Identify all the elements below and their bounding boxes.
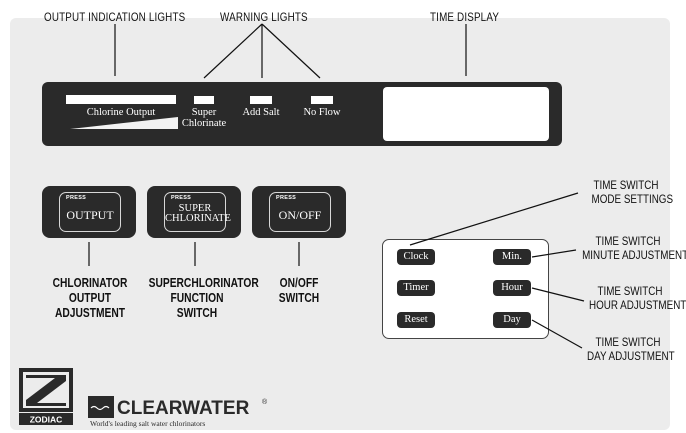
- ts-mode-line1: TIME SWITCH: [593, 178, 659, 192]
- time-display-label: TIME DISPLAY: [430, 10, 500, 24]
- superchlorinator-function-label: SUPERCHLORINATOR FUNCTION SWITCH: [148, 276, 259, 321]
- super-chlorinate-label-line1: Super: [191, 107, 217, 118]
- add-salt-light: [250, 96, 272, 104]
- clock-button[interactable]: Clock: [397, 249, 435, 265]
- ts-mode-settings-label: TIME SWITCH MODE SETTINGS: [591, 178, 674, 206]
- timer-button[interactable]: Timer: [397, 280, 435, 296]
- clearwater-logo-mark: CLEARWATER ® World's leading salt water …: [88, 396, 268, 428]
- output-adjustment-line1: CHLORINATOR: [52, 276, 128, 290]
- on-off-button[interactable]: PRESS ON/OFF: [252, 186, 346, 238]
- output-button-label: OUTPUT: [66, 208, 114, 222]
- svg-text:World's leading salt water chl: World's leading salt water chlorinators: [90, 419, 205, 428]
- add-salt-label: Add Salt: [242, 107, 280, 118]
- hour-button[interactable]: Hour: [493, 280, 531, 296]
- super-function-line1: SUPERCHLORINATOR: [148, 276, 259, 290]
- output-button[interactable]: PRESS OUTPUT: [42, 186, 136, 238]
- no-flow-light: [311, 96, 333, 104]
- min-button[interactable]: Min.: [493, 249, 531, 265]
- output-press-label: PRESS: [66, 195, 87, 201]
- super-chlorinate-label-line2: Chlorinate: [181, 118, 227, 129]
- output-adjustment-label: CHLORINATOR OUTPUT ADJUSTMENT: [49, 276, 131, 321]
- chlorine-output-light: [66, 95, 176, 104]
- ts-mode-leader: [409, 192, 579, 246]
- reset-button[interactable]: Reset: [397, 312, 435, 328]
- output-adjustment-line3: ADJUSTMENT: [54, 306, 126, 320]
- super-function-line2: FUNCTION: [170, 291, 224, 305]
- time-display-screen: [383, 87, 549, 141]
- ts-mode-line2: MODE SETTINGS: [591, 192, 674, 206]
- ts-minute-line2: MINUTE ADJUSTMENT: [582, 248, 686, 262]
- ts-day-leader: [531, 319, 583, 349]
- on-off-press-label: PRESS: [276, 195, 297, 201]
- ts-minute-line1: TIME SWITCH: [595, 234, 661, 248]
- super-button-label-line2: CHLORINATE: [165, 213, 231, 224]
- zodiac-logo: ZODIAC: [17, 366, 75, 428]
- on-off-button-face: PRESS ON/OFF: [269, 192, 331, 232]
- output-button-face: PRESS OUTPUT: [59, 192, 121, 232]
- super-chlorinate-button[interactable]: PRESS SUPER CHLORINATE: [147, 186, 241, 238]
- warning-leader-super: [203, 23, 263, 79]
- clearwater-logo: CLEARWATER ® World's leading salt water …: [88, 394, 268, 428]
- ts-minute-adjustment-label: TIME SWITCH MINUTE ADJUSTMENT: [582, 234, 686, 262]
- super-chlorinate-label: Super Chlorinate: [174, 107, 234, 129]
- chlorine-output-label: Chlorine Output: [86, 107, 156, 118]
- no-flow-label: No Flow: [303, 107, 341, 118]
- warning-lights-label: WARNING LIGHTS: [220, 10, 308, 24]
- svg-text:ZODIAC: ZODIAC: [30, 415, 63, 425]
- ts-hour-leader: [531, 287, 585, 302]
- ts-day-line1: TIME SWITCH: [595, 335, 661, 349]
- ts-hour-line1: TIME SWITCH: [597, 284, 663, 298]
- super-button-label-line1: SUPER: [178, 203, 212, 214]
- on-off-switch-line1: ON/OFF: [279, 276, 319, 290]
- ts-minute-leader: [531, 249, 577, 258]
- on-off-switch-line2: SWITCH: [278, 291, 320, 305]
- super-chlorinate-button-face: PRESS SUPER CHLORINATE: [164, 192, 231, 232]
- ts-hour-line2: HOUR ADJUSTMENT: [589, 298, 686, 312]
- output-adjustment-line2: OUTPUT: [68, 291, 112, 305]
- super-function-line3: SWITCH: [176, 306, 218, 320]
- warning-leader-flow: [261, 23, 321, 79]
- day-button[interactable]: Day: [493, 312, 531, 328]
- ts-day-line2: DAY ADJUSTMENT: [587, 349, 675, 363]
- output-level-ramp: [70, 117, 178, 129]
- zodiac-logo-mark: ZODIAC: [19, 368, 73, 425]
- ts-day-adjustment-label: TIME SWITCH DAY ADJUSTMENT: [587, 335, 675, 363]
- on-off-switch-label: ON/OFF SWITCH: [269, 276, 330, 306]
- ts-hour-adjustment-label: TIME SWITCH HOUR ADJUSTMENT: [589, 284, 686, 312]
- output-indication-lights-label: OUTPUT INDICATION LIGHTS: [44, 10, 186, 24]
- super-press-label: PRESS: [171, 195, 192, 201]
- on-off-button-label: ON/OFF: [278, 208, 322, 222]
- super-chlorinate-light: [194, 96, 214, 104]
- svg-text:CLEARWATER: CLEARWATER: [117, 398, 250, 419]
- svg-text:®: ®: [262, 398, 268, 406]
